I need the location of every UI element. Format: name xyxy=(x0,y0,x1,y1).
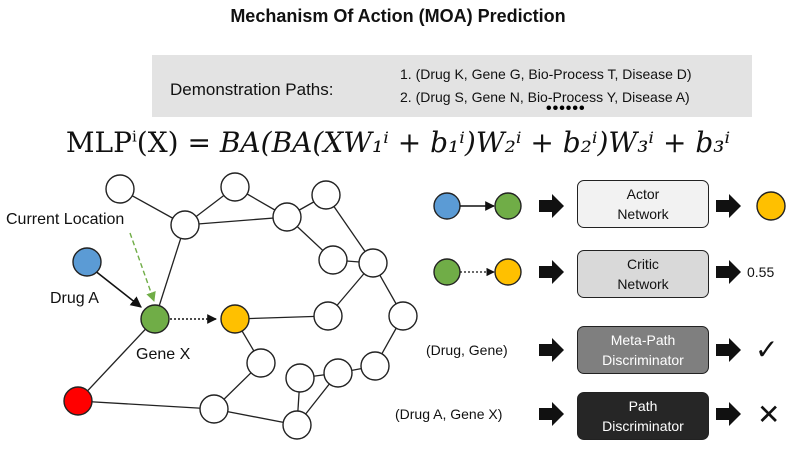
check-icon: ✓ xyxy=(755,333,779,366)
path-discriminator-box: Path Discriminator xyxy=(577,392,709,440)
actor-network-box: Actor Network xyxy=(577,180,709,228)
critic-box-line1: Critic xyxy=(627,256,659,272)
graph-node xyxy=(246,348,276,378)
drug-node xyxy=(72,247,102,277)
demonstration-panel xyxy=(152,55,752,117)
meta-box-line2: Discriminator xyxy=(602,352,684,368)
actor-output-node xyxy=(756,191,786,221)
graph-node xyxy=(358,248,388,278)
graph-node xyxy=(323,358,353,388)
graph-node xyxy=(318,245,348,275)
graph-node xyxy=(282,410,312,440)
formula-rhs: = BA(BA(XW₁ⁱ + b₁ⁱ)W₂ⁱ + b₂ⁱ)W₃ⁱ + b₃ⁱ xyxy=(187,126,731,159)
graph-node xyxy=(272,202,302,232)
path-in-arrow xyxy=(539,402,564,426)
mlp-formula: MLPi(X) = BA(BA(XW₁ⁱ + b₁ⁱ)W₂ⁱ + b₂ⁱ)W₃ⁱ… xyxy=(0,126,796,159)
actor-box-line1: Actor xyxy=(626,186,660,202)
actor-input-drug-node xyxy=(433,192,461,220)
meta-path-input: (Drug, Gene) xyxy=(426,342,508,358)
formula-lhs: MLP xyxy=(65,126,132,159)
meta-box-line1: Meta-Path xyxy=(610,332,676,348)
graph-node xyxy=(360,351,390,381)
graph-edge xyxy=(234,315,329,320)
formula-lhs-argument: (X) xyxy=(136,126,179,159)
path-box-line1: Path xyxy=(628,398,658,414)
drug-label: Drug A xyxy=(50,290,99,307)
actor-out-arrow xyxy=(716,194,741,218)
critic-input-gene-node xyxy=(433,258,461,286)
demonstration-path-1: 1. (Drug K, Gene G, Bio-Process T, Disea… xyxy=(400,66,692,82)
graph-edge xyxy=(184,216,288,226)
graph-node xyxy=(311,180,341,210)
actor-in-arrow xyxy=(539,194,564,218)
graph-node xyxy=(220,172,250,202)
path-out-arrow xyxy=(716,402,741,426)
critic-box-line2: Network xyxy=(617,276,669,292)
graph-node xyxy=(388,301,418,331)
graph-edge xyxy=(77,318,156,402)
critic-out-arrow xyxy=(716,260,741,284)
demonstration-path-2: 2. (Drug S, Gene N, Bio-Process Y, Disea… xyxy=(400,89,690,105)
meta-path-discriminator-box: Meta-Path Discriminator xyxy=(577,326,709,374)
graph-node xyxy=(285,363,315,393)
meta-out-arrow xyxy=(716,338,741,362)
formula-lhs-superscript: i xyxy=(131,127,137,146)
meta-in-arrow xyxy=(539,338,564,362)
graph-edge xyxy=(154,224,186,320)
demonstration-ellipsis: •••••• xyxy=(546,100,586,117)
demonstration-label: Demonstration Paths: xyxy=(170,80,334,99)
path-edge-drug-to-gene xyxy=(93,269,142,308)
current-location-pointer xyxy=(129,232,156,302)
graph-node xyxy=(199,394,229,424)
critic-network-box: Critic Network xyxy=(577,250,709,298)
graph-nodes xyxy=(105,172,418,440)
graph-node xyxy=(170,210,200,240)
actor-input-gene-node xyxy=(494,192,522,220)
diagram-title: Mechanism Of Action (MOA) Prediction xyxy=(230,6,566,26)
cross-icon: ✕ xyxy=(757,398,781,431)
graph-node xyxy=(313,301,343,331)
path-box-line2: Discriminator xyxy=(602,418,684,434)
gene-label: Gene X xyxy=(136,346,191,363)
path-input: (Drug A, Gene X) xyxy=(395,406,503,422)
current-location-label: Current Location xyxy=(6,211,125,228)
block-arrows xyxy=(539,194,741,426)
critic-output-value: 0.55 xyxy=(747,264,775,280)
critic-input-next-node xyxy=(494,258,522,286)
graph-node xyxy=(105,174,135,204)
gene-node xyxy=(140,304,170,334)
next-node xyxy=(220,304,250,334)
disease-node xyxy=(63,386,93,416)
critic-in-arrow xyxy=(539,260,564,284)
actor-box-line2: Network xyxy=(617,206,669,222)
graph-edge xyxy=(77,400,215,410)
